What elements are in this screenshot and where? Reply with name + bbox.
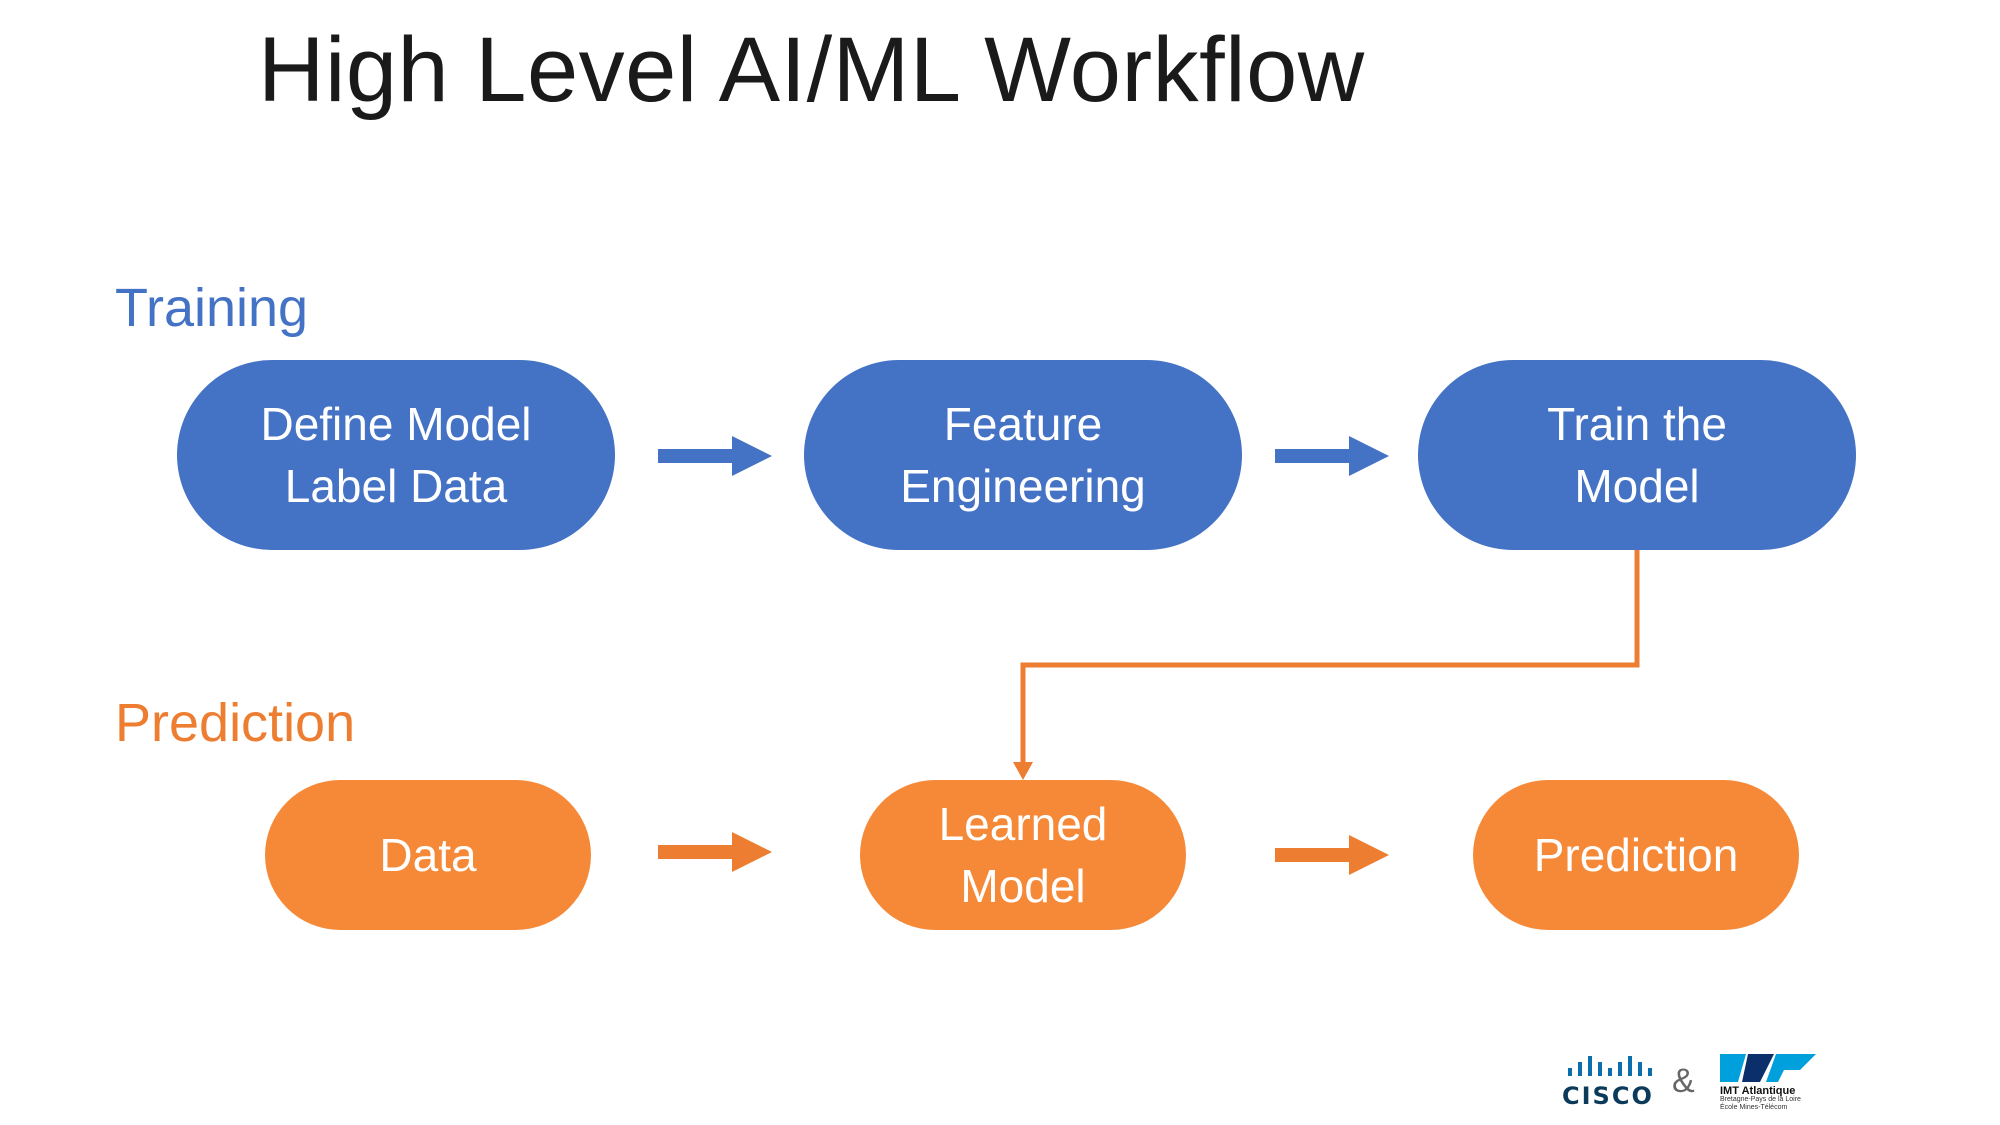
prediction-node: Prediction [1473,780,1799,930]
logo-separator: & [1672,1062,1695,1100]
node-label: Learned [938,798,1108,850]
imt-sub-line: Bretagne-Pays de la Loire [1720,1096,1801,1103]
train-model-node: Train the Model [1418,360,1856,550]
imt-logo-subtitle: Bretagne-Pays de la Loire École Mines-Té… [1720,1096,1801,1112]
arrow-learned-to-prediction [1275,835,1389,875]
learned-model-node: Learned Model [860,780,1186,930]
imt-sub-line: École Mines-Télécom [1720,1104,1788,1111]
imt-logo-name: IMT Atlantique [1720,1085,1796,1097]
cisco-logo-text: CISCO [1562,1082,1654,1110]
arrow-feature-to-train [1275,436,1389,476]
node-label: Feature [943,398,1103,450]
node-label: Train the [1547,398,1727,450]
footer-logos: CISCO & IMT Atlantique Bretagne-Pays de … [1560,1052,1920,1112]
training-section-label: Training [115,278,309,338]
prediction-section-label: Prediction [115,693,356,753]
node-label: Model [1574,460,1700,512]
slide-title: High Level AI/ML Workflow [258,19,1365,121]
node-label: Engineering [900,460,1146,512]
data-node: Data [265,780,591,930]
imt-logo-icon [1720,1054,1816,1082]
cisco-logo-icon [1568,1056,1652,1076]
feature-engineering-node: Feature Engineering [804,360,1242,550]
node-label: Model [960,860,1086,912]
node-label: Label Data [284,460,508,512]
node-label: Prediction [1533,829,1739,881]
define-model-node: Define Model Label Data [177,360,615,550]
arrow-define-to-feature [658,436,772,476]
connector-train-to-learned [1013,550,1640,780]
node-label: Data [379,829,477,881]
arrow-data-to-learned [658,832,772,872]
node-label: Define Model [260,398,532,450]
